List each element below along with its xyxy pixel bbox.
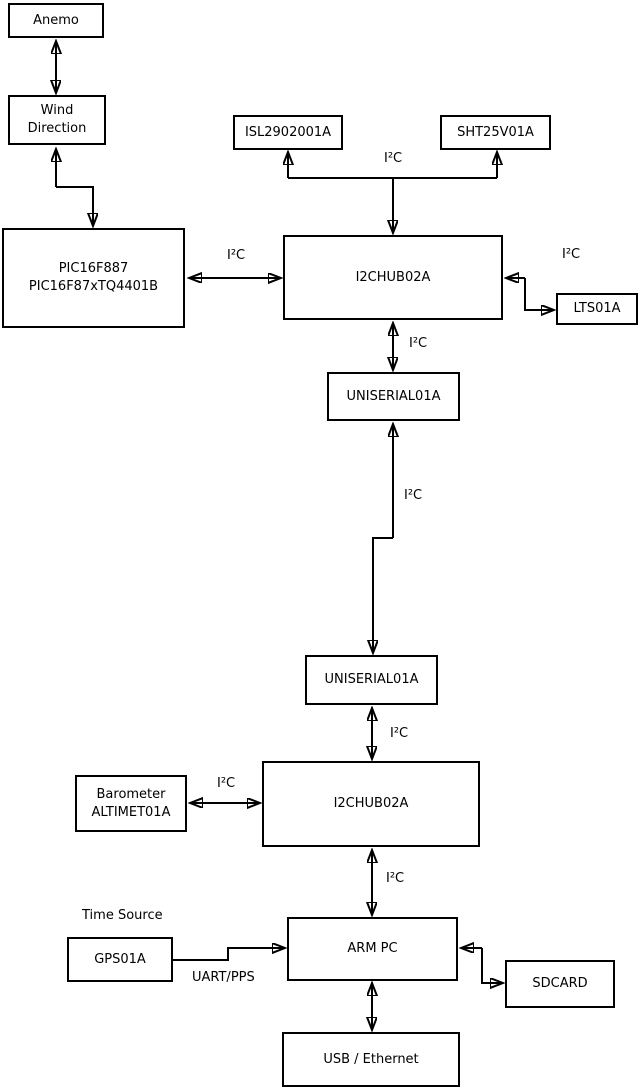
node-uniserial-bottom: UNISERIAL01A — [305, 655, 438, 705]
i2c-label-serial-hub2: I²C — [390, 726, 409, 741]
node-usb-ethernet: USB / Ethernet — [282, 1032, 460, 1087]
node-barometer: Barometer ALTIMET01A — [75, 775, 187, 832]
node-lts-sensor-label: LTS01A — [573, 301, 621, 317]
i2c-label-hub1-serial: I²C — [409, 336, 428, 351]
i2c-label-lts-bus: I²C — [562, 247, 581, 262]
node-sdcard: SDCARD — [505, 960, 615, 1008]
node-arm-pc-label: ARM PC — [347, 941, 398, 957]
node-anemometer: Anemo — [8, 3, 104, 38]
node-usb-ethernet-label: USB / Ethernet — [323, 1051, 419, 1067]
i2c-label-hub2-arm: I²C — [386, 871, 405, 886]
node-uniserial-top: UNISERIAL01A — [327, 372, 460, 421]
node-i2c-hub-top-label: I2CHUB02A — [355, 269, 431, 285]
i2c-label-serial-link: I²C — [404, 488, 423, 503]
node-sdcard-label: SDCARD — [532, 976, 588, 992]
node-i2c-hub-bottom: I2CHUB02A — [262, 761, 480, 847]
node-i2c-hub-bottom-label: I2CHUB02A — [333, 796, 409, 812]
node-pic-microcontroller-label: PIC16F887 PIC16F87xTQ4401B — [28, 261, 159, 294]
node-sht-sensor-label: SHT25V01A — [457, 124, 534, 140]
node-wind-direction: Wind Direction — [8, 95, 106, 145]
node-arm-pc: ARM PC — [287, 917, 458, 981]
node-wind-direction-label: Wind Direction — [27, 103, 87, 136]
i2c-label-sensor-bus: I²C — [384, 151, 403, 166]
i2c-label-barometer-bus: I²C — [217, 776, 236, 791]
node-anemometer-label: Anemo — [33, 12, 79, 28]
node-isl-sensor: ISL2902001A — [233, 115, 343, 150]
i2c-label-pic-bus: I²C — [227, 248, 246, 263]
node-barometer-label: Barometer ALTIMET01A — [91, 786, 171, 820]
node-uniserial-bottom-label: UNISERIAL01A — [324, 672, 419, 688]
node-pic-microcontroller: PIC16F887 PIC16F87xTQ4401B — [2, 228, 185, 328]
time-source-label: Time Source — [82, 908, 163, 923]
node-gps: GPS01A — [67, 937, 173, 982]
node-gps-label: GPS01A — [94, 951, 146, 967]
node-lts-sensor: LTS01A — [556, 293, 638, 325]
node-sht-sensor: SHT25V01A — [440, 115, 551, 150]
wire-group — [56, 42, 553, 1029]
node-i2c-hub-top: I2CHUB02A — [283, 235, 503, 320]
node-uniserial-top-label: UNISERIAL01A — [346, 388, 441, 404]
node-isl-sensor-label: ISL2902001A — [244, 124, 332, 140]
uart-pps-label: UART/PPS — [192, 970, 255, 985]
